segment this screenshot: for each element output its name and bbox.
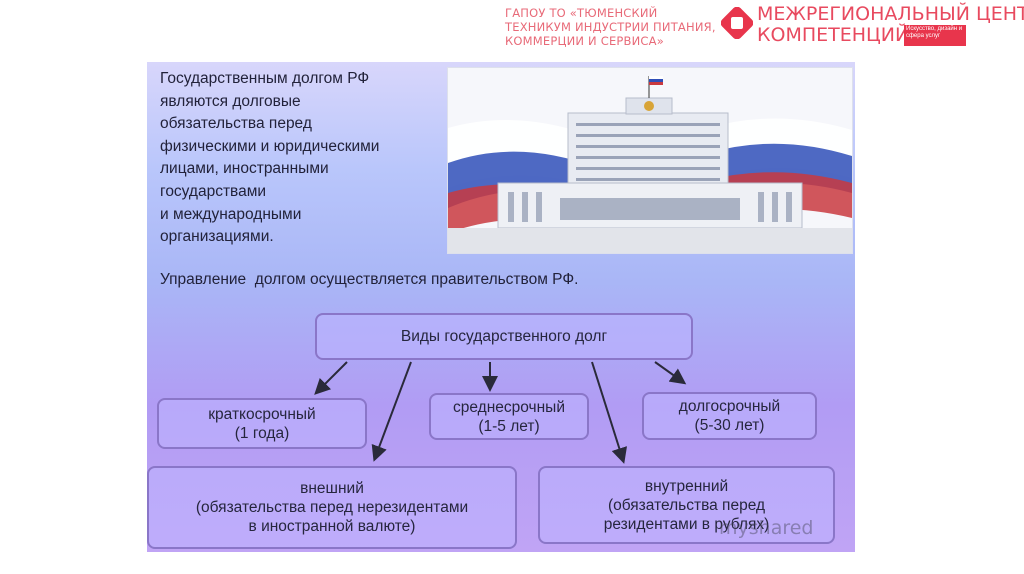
external-debt-box: внешний (обязательства перед нерезидента…: [147, 466, 517, 549]
arrow-to-internal: [591, 361, 628, 464]
debt-types-root-box: Виды государственного долг: [315, 313, 693, 360]
debt-management-statement: Управление долгом осуществляется правите…: [160, 271, 579, 288]
internal-debt-box: внутренний (обязательства перед резидент…: [538, 466, 835, 544]
medium-term-debt-box: среднесрочный (1-5 лет): [429, 393, 589, 440]
competence-center-logo-icon: [721, 7, 753, 39]
arrow-to-short: [314, 361, 348, 395]
government-building-photo: [447, 67, 853, 254]
arrow-to-long: [654, 361, 687, 385]
government-building-icon: [448, 76, 852, 253]
organization-name: ГАПОУ ТО «ТЮМЕНСКИЙ ТЕХНИКУМ ИНДУСТРИИ П…: [505, 6, 716, 48]
slide: Государственным долгом РФ являются долго…: [147, 62, 855, 552]
watermark: myshared: [719, 517, 814, 539]
diagram-arrows: [314, 361, 687, 464]
short-term-debt-box: краткосрочный (1 года): [157, 398, 367, 449]
arrow-to-external: [371, 361, 412, 462]
competence-center-title: МЕЖРЕГИОНАЛЬНЫЙ ЦЕНТР КОМПЕТЕНЦИЙ: [757, 3, 1024, 46]
public-debt-definition: Государственным долгом РФ являются долго…: [160, 70, 380, 246]
long-term-debt-box: долгосрочный (5-30 лет): [642, 392, 817, 440]
specialization-badge: Искусство, дизайн и сфера услуг: [904, 25, 966, 46]
